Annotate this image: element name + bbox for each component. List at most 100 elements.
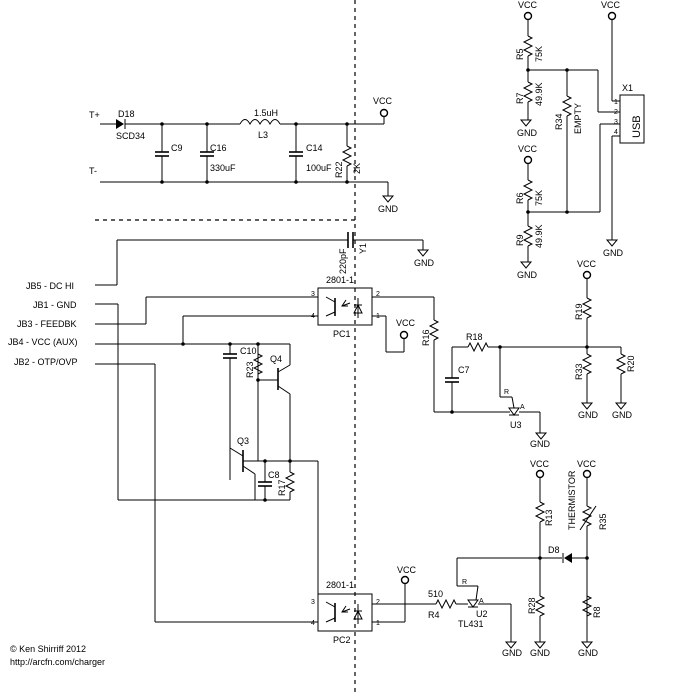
vcc-label: VCC [518, 0, 538, 10]
svg-text:75K: 75K [534, 190, 544, 206]
svg-text:R35: R35 [598, 513, 608, 530]
sense-divider: R19 R33 R20 [574, 278, 636, 403]
svg-text:1.5uH: 1.5uH [254, 108, 278, 118]
svg-text:510: 510 [428, 589, 443, 599]
svg-text:R9: R9 [515, 234, 525, 246]
svg-text:SCD34: SCD34 [116, 131, 145, 141]
svg-text:C8: C8 [268, 470, 280, 480]
gnd-label: GND [612, 410, 633, 420]
vcc-label: VCC [601, 0, 621, 10]
t-plus-label: T+ [89, 110, 100, 120]
svg-text:3: 3 [311, 599, 315, 606]
svg-text:2: 2 [614, 109, 618, 116]
svg-text:2: 2 [376, 599, 380, 606]
gnd-symbols: GND GND GND GND GND GND GND GND GND GND … [378, 119, 633, 658]
svg-text:2801-1: 2801-1 [326, 275, 354, 285]
svg-text:R5: R5 [515, 48, 525, 60]
svg-text:R16: R16 [421, 329, 431, 346]
svg-text:R6: R6 [515, 192, 525, 204]
svg-text:C7: C7 [458, 365, 470, 375]
svg-text:Y1: Y1 [358, 243, 368, 254]
svg-text:R: R [462, 579, 467, 586]
svg-text:2K: 2K [352, 163, 362, 174]
svg-text:U3: U3 [510, 420, 522, 430]
gnd-label: GND [578, 410, 599, 420]
svg-text:75K: 75K [534, 46, 544, 62]
svg-text:R: R [504, 389, 509, 396]
vcc-label: VCC [397, 565, 417, 575]
svg-text:49.9K: 49.9K [534, 82, 544, 106]
svg-text:R18: R18 [466, 332, 483, 342]
svg-text:R22: R22 [334, 161, 344, 178]
svg-text:TL431: TL431 [458, 619, 484, 629]
svg-text:PC2: PC2 [333, 635, 351, 645]
svg-text:D8: D8 [548, 545, 560, 555]
svg-text:R17: R17 [277, 479, 287, 496]
svg-text:4: 4 [311, 620, 315, 627]
feedback-u3: R16 R18 C7 R A U3 [421, 319, 589, 433]
svg-text:JB3 - FEEDBK: JB3 - FEEDBK [17, 319, 77, 329]
vcc-label: VCC [577, 459, 597, 469]
svg-text:C10: C10 [240, 346, 257, 356]
svg-text:R33: R33 [574, 363, 584, 380]
svg-text:Q3: Q3 [237, 436, 249, 446]
vcc-label: VCC [530, 459, 550, 469]
svg-text:D18: D18 [118, 109, 135, 119]
thermal-u2: R13 THERMISTOR R35 D8 R28 R8 510 R4 R [428, 470, 608, 642]
connector-labels: JB5 - DC HI JB1 - GND JB3 - FEEDBK JB4 -… [8, 281, 318, 623]
svg-text:USB: USB [631, 115, 643, 138]
gnd-label: GND [414, 258, 435, 268]
svg-text:R4: R4 [428, 610, 440, 620]
svg-text:A: A [520, 404, 525, 411]
svg-text:A: A [479, 598, 484, 605]
svg-text:PC1: PC1 [333, 329, 351, 339]
svg-text:1: 1 [376, 620, 380, 627]
gnd-label: GND [502, 648, 523, 658]
usb-connector-x1 [619, 94, 645, 144]
svg-text:3: 3 [614, 119, 618, 126]
usb-divider: R5 75K R7 49.9K R34 EMPTY R6 75K R9 49.9… [515, 19, 645, 262]
gnd-label: GND [530, 439, 551, 449]
svg-text:100uF: 100uF [306, 163, 332, 173]
svg-text:220pF: 220pF [338, 248, 348, 274]
diode-d18 [116, 119, 124, 129]
gnd-label: GND [517, 270, 538, 280]
svg-text:R13: R13 [544, 509, 554, 526]
gnd-label: GND [378, 204, 399, 214]
svg-text:L3: L3 [258, 130, 268, 140]
svg-text:JB2 - OTP/OVP: JB2 - OTP/OVP [14, 357, 78, 367]
svg-text:4: 4 [311, 313, 315, 320]
svg-text:R8: R8 [592, 606, 602, 618]
svg-text:JB4 - VCC (AUX): JB4 - VCC (AUX) [8, 337, 78, 347]
svg-text:1: 1 [614, 99, 618, 106]
svg-text:330uF: 330uF [210, 163, 236, 173]
vcc-label: VCC [373, 96, 393, 106]
gnd-label: GND [603, 248, 624, 258]
vcc-label: VCC [577, 259, 597, 269]
svg-text:THERMISTOR: THERMISTOR [567, 470, 577, 530]
svg-text:2: 2 [376, 291, 380, 298]
inductor-l3 [239, 119, 281, 126]
svg-text:2801-1: 2801-1 [326, 580, 354, 590]
svg-text:R28: R28 [527, 597, 537, 614]
svg-text:EMPTY: EMPTY [573, 103, 583, 134]
svg-text:3: 3 [311, 291, 315, 298]
svg-text:R7: R7 [515, 92, 525, 104]
optocoupler-pc1: 2801-1 PC1 3 4 2 1 [311, 275, 435, 353]
svg-text:R34: R34 [554, 113, 564, 130]
gnd-label: GND [517, 128, 538, 138]
svg-text:C9: C9 [171, 143, 183, 153]
optocoupler-pc2: 2801-1 PC2 3 4 2 1 [311, 580, 436, 645]
svg-text:4: 4 [614, 129, 618, 136]
vcc-symbols: VCC VCC VCC VCC VCC VCC VCC VCC VCC [373, 0, 621, 585]
vcc-label: VCC [396, 318, 416, 328]
t-minus-label: T- [89, 166, 97, 176]
svg-text:Q4: Q4 [270, 354, 282, 364]
svg-text:49.9K: 49.9K [534, 224, 544, 248]
isolation-barrier [95, 0, 356, 692]
output-filter: T+ T- D18 SCD34 1.5uH L3 C9 C16 330uF [89, 108, 389, 196]
gnd-label: GND [530, 648, 551, 658]
copyright: © Ken Shirriff 2012 [10, 644, 86, 654]
svg-text:R20: R20 [626, 355, 636, 372]
